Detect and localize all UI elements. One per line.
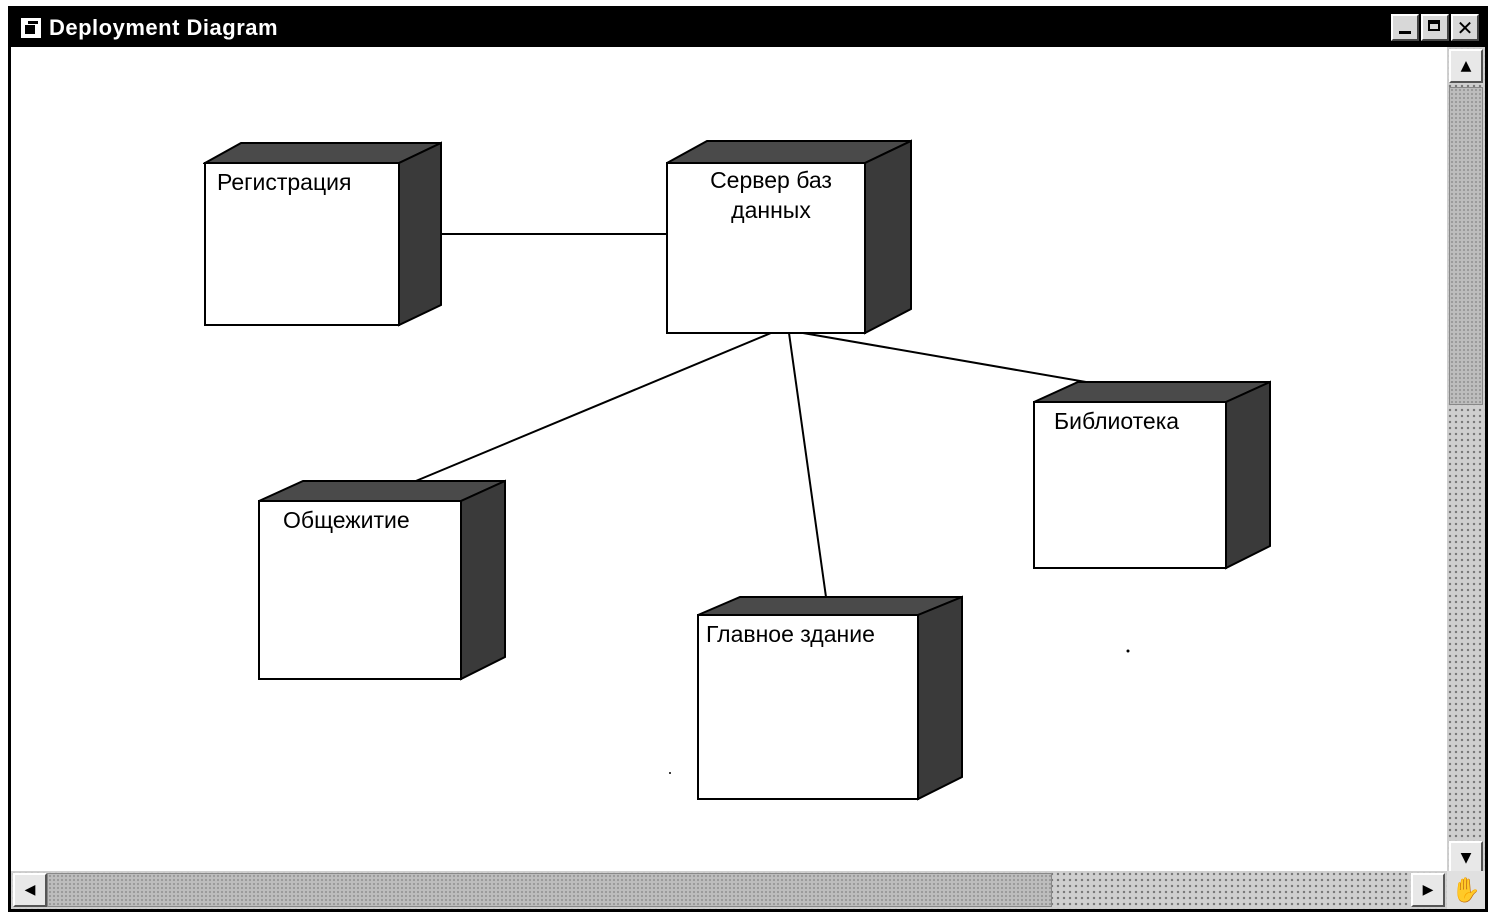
arrow-down-icon: ▼ (1460, 850, 1472, 866)
node-box-main-building (697, 595, 963, 801)
node-label-main-building: Главное здание (706, 621, 875, 647)
vertical-scrollbar[interactable]: ▲ ▼ (1447, 47, 1485, 877)
node-library[interactable]: Библиотека (1032, 380, 1272, 570)
stray-dot (669, 772, 671, 774)
connection-db-server-dormitory[interactable] (410, 332, 772, 484)
scroll-up-button[interactable]: ▲ (1449, 49, 1483, 83)
scroll-left-button[interactable]: ◀ (13, 873, 47, 907)
connection-db-server-main-building[interactable] (788, 332, 827, 598)
node-main-building[interactable]: Главное здание (696, 595, 964, 801)
minimize-button[interactable] (1391, 14, 1419, 41)
window-controls: ✕ (1391, 14, 1479, 41)
node-box-registration (203, 141, 442, 327)
hand-icon: ✋ (1451, 876, 1481, 904)
node-dormitory[interactable]: Общежитие (257, 479, 507, 681)
close-button[interactable]: ✕ (1451, 14, 1479, 41)
node-label-library: Библиотека (1054, 408, 1180, 434)
node-label-dormitory: Общежитие (283, 507, 410, 533)
close-icon: ✕ (1456, 15, 1474, 40)
node-box-dormitory (258, 479, 506, 681)
arrow-left-icon: ◀ (24, 882, 36, 898)
title-bar[interactable]: Deployment Diagram ✕ (11, 9, 1485, 47)
arrow-right-icon: ▶ (1422, 882, 1434, 898)
node-db-server[interactable]: Сервер баз данных (665, 139, 913, 335)
pan-hand-button[interactable]: ✋ (1447, 871, 1485, 909)
stray-dot (1126, 649, 1130, 653)
node-label-db-server-line1: Сервер баз (710, 167, 832, 193)
scroll-down-button[interactable]: ▼ (1449, 841, 1483, 875)
horizontal-scroll-thumb[interactable] (47, 873, 1052, 907)
node-label-db-server-line2: данных (731, 197, 811, 223)
diagram-canvas[interactable]: Регистрация Сервер баз данных Библиотека (11, 47, 1447, 877)
horizontal-scrollbar[interactable]: ◀ ▶ (11, 871, 1447, 909)
diagram-window-icon[interactable] (21, 18, 41, 38)
connections-layer (410, 233, 1130, 774)
node-label-registration: Регистрация (217, 169, 352, 195)
arrow-up-icon: ▲ (1460, 58, 1472, 74)
connection-db-server-library[interactable] (802, 332, 1087, 383)
node-registration[interactable]: Регистрация (203, 141, 443, 327)
vertical-scroll-thumb[interactable] (1449, 87, 1483, 405)
node-box-db-server (666, 139, 912, 335)
node-box-library (1033, 380, 1271, 570)
maximize-button[interactable] (1421, 14, 1449, 41)
scroll-right-button[interactable]: ▶ (1411, 873, 1445, 907)
deployment-diagram-window: Deployment Diagram ✕ Регистрация (8, 6, 1488, 912)
window-title: Deployment Diagram (49, 15, 279, 40)
